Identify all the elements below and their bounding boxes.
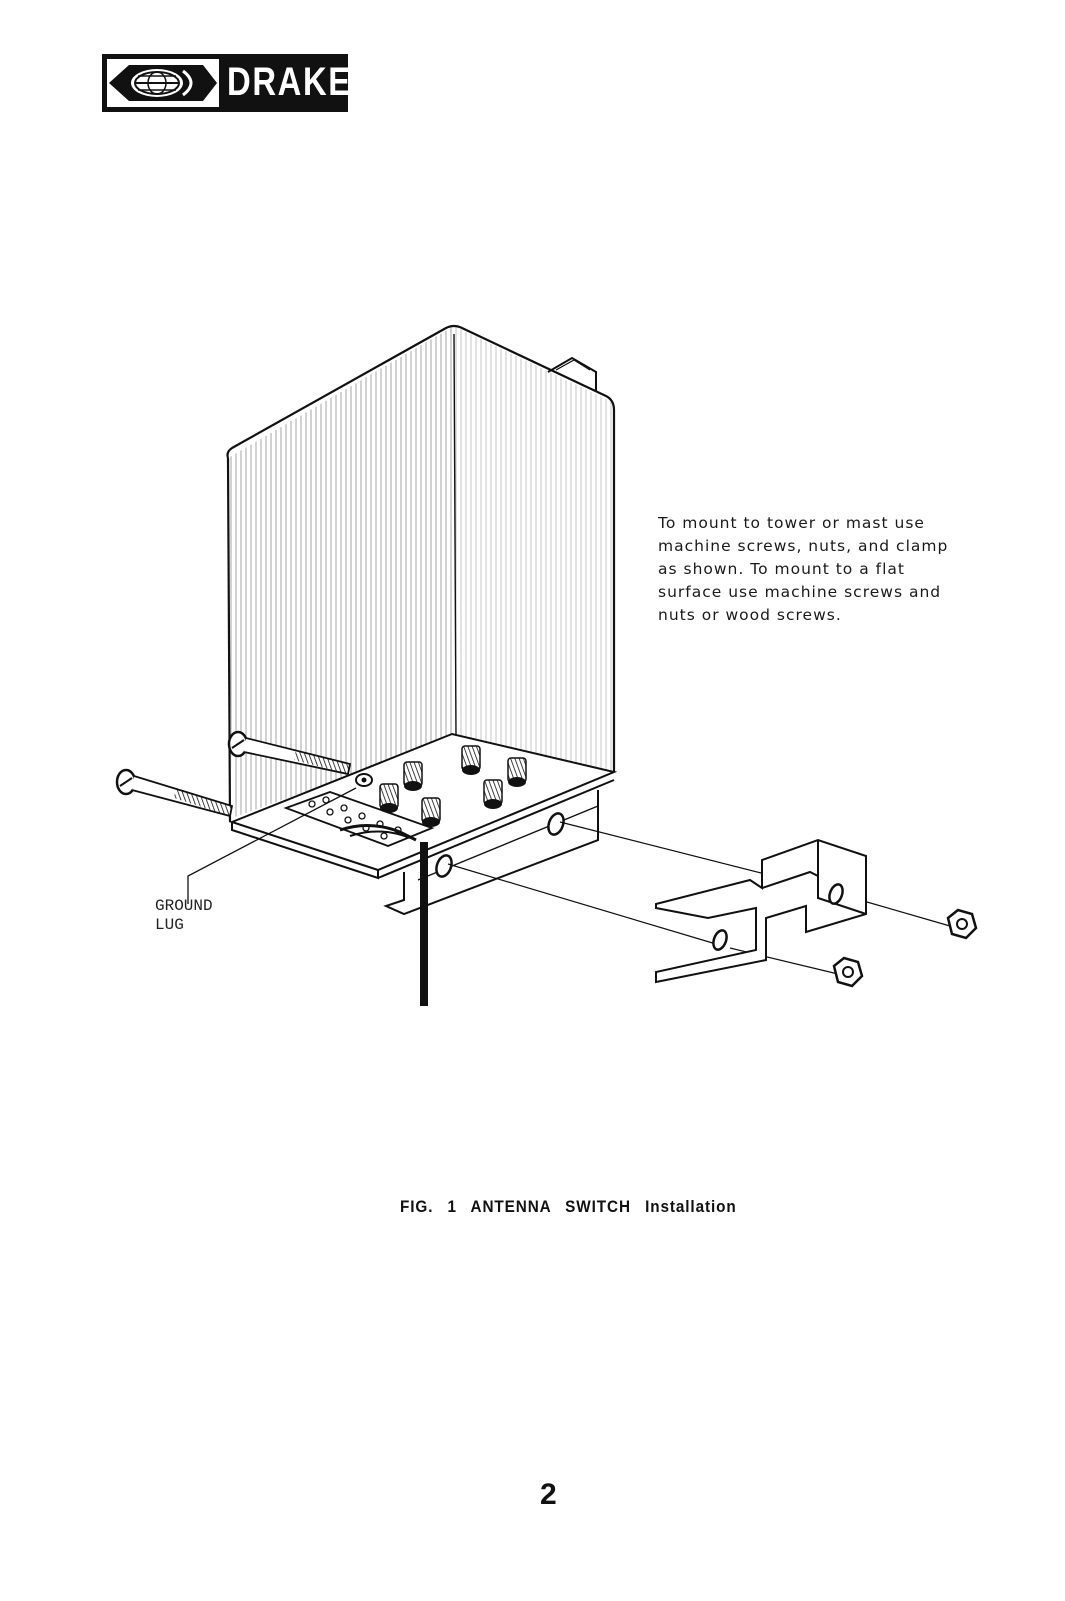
drake-globe-icon: [107, 59, 219, 107]
drake-logo: DRAKE: [102, 54, 350, 112]
coax-connector: [483, 779, 503, 809]
coax-connector: [461, 745, 481, 775]
ground-lug-leader: [187, 787, 357, 904]
mast-clamp: [655, 838, 867, 984]
coax-connector: [379, 783, 399, 813]
switch-enclosure: [226, 324, 618, 880]
machine-screw-lower: [115, 768, 234, 818]
drake-wordmark: DRAKE: [227, 60, 352, 104]
coax-connectors: [379, 745, 527, 827]
machine-screw-upper: [227, 730, 352, 776]
top-mounting-tab: [547, 356, 597, 392]
coax-connector: [403, 761, 423, 791]
hex-nut: [946, 908, 978, 940]
coax-connector: [421, 797, 441, 827]
mounting-instructions-note: To mount to tower or mast use machine sc…: [658, 514, 949, 624]
ground-lug-label: GROUND LUG: [155, 897, 213, 934]
page-number: 2: [540, 1478, 557, 1511]
hex-nut: [832, 956, 864, 988]
coax-connector: [507, 757, 527, 787]
figure-caption: FIG. 1 ANTENNA SWITCH Installation: [400, 1197, 737, 1216]
ground-lug-stud: [355, 773, 373, 787]
